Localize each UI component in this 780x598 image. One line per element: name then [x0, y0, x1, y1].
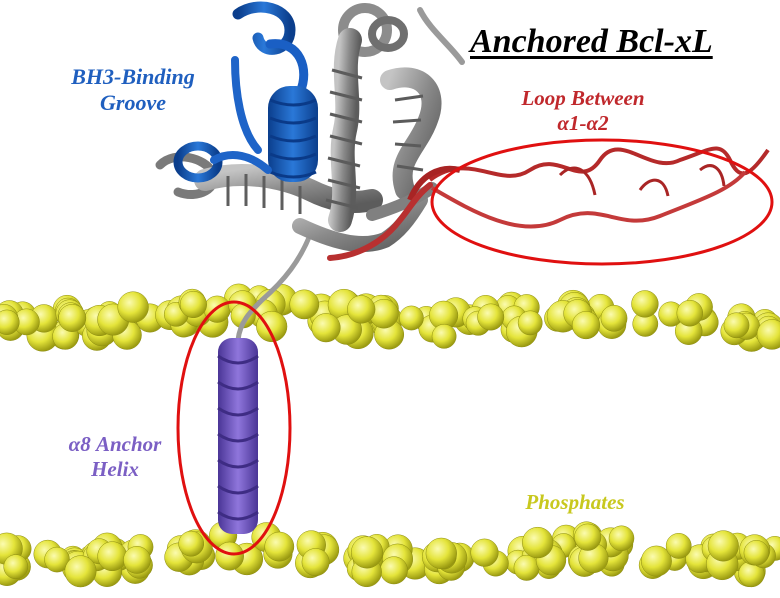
- a8-anchor-helix: [217, 338, 259, 534]
- phosphate-sphere: [608, 525, 635, 552]
- loop-label: Loop Between α1-α2: [488, 86, 678, 136]
- phosphate-sphere: [3, 554, 29, 580]
- phosphate-sphere: [723, 312, 750, 339]
- figure-title: Anchored Bcl-xL: [470, 23, 713, 60]
- phosphate-sphere: [425, 537, 457, 570]
- phosphate-sphere: [179, 290, 207, 319]
- phosphate-sphere: [97, 541, 128, 572]
- phosphate-sphere: [0, 309, 20, 335]
- loop-label-line2: α1-α2: [557, 110, 609, 135]
- phosphate-sphere: [756, 319, 780, 350]
- phosphate-sphere: [399, 305, 424, 331]
- phosphate-sphere: [477, 303, 505, 331]
- bh3-groove-label-line1: BH3-Binding: [71, 64, 195, 89]
- protein-core: [155, 3, 465, 253]
- phosphate-sphere: [517, 310, 543, 336]
- bh3-groove-label-line2: Groove: [100, 89, 166, 115]
- phosphate-sphere: [123, 546, 151, 574]
- phosphate-sphere: [264, 531, 295, 562]
- bh3-groove-label: BH3-Binding Groove: [48, 64, 218, 116]
- phosphate-sphere: [631, 290, 659, 318]
- phosphate-sphere: [676, 299, 704, 327]
- anchor-label-line1: α8 Anchor: [68, 432, 162, 456]
- lower-phosphate-layer: [0, 521, 780, 588]
- anchor-helix-label: α8 Anchor Helix: [40, 432, 190, 482]
- phosphate-sphere: [178, 530, 205, 557]
- linker-strand: [235, 232, 313, 343]
- bh3-groove-helices: [173, 1, 318, 183]
- phosphate-sphere: [522, 526, 554, 559]
- phosphate-sphere: [470, 538, 499, 567]
- phosphate-sphere: [215, 541, 244, 571]
- phosphate-sphere: [431, 323, 457, 349]
- phosphate-sphere: [301, 548, 330, 577]
- phosphate-sphere: [574, 523, 602, 551]
- phosphate-sphere: [289, 289, 320, 320]
- loop-highlight-ellipse: [430, 138, 774, 266]
- phosphate-sphere: [665, 533, 692, 559]
- phosphate-sphere: [64, 555, 97, 588]
- phosphate-sphere: [350, 536, 384, 569]
- phosphate-sphere: [379, 556, 408, 585]
- anchor-label-line2: Helix: [91, 456, 139, 481]
- phosphate-sphere: [347, 295, 376, 324]
- loop-label-line1: Loop Between: [521, 86, 645, 110]
- phosphate-sphere: [58, 304, 87, 332]
- phosphate-sphere: [117, 291, 149, 323]
- anchor-highlight-ellipse: [176, 300, 292, 556]
- phosphate-sphere: [44, 546, 70, 573]
- phosphate-sphere: [640, 545, 672, 577]
- phosphate-sphere: [571, 311, 601, 340]
- phosphate-sphere: [311, 313, 341, 343]
- phosphate-sphere: [707, 530, 739, 562]
- upper-phosphate-layer: [0, 283, 780, 352]
- phosphate-sphere: [256, 310, 288, 343]
- phosphates-label: Phosphates: [525, 490, 625, 514]
- phosphate-sphere: [600, 304, 628, 332]
- phosphate-sphere: [743, 540, 770, 566]
- phosphate-sphere: [513, 554, 540, 581]
